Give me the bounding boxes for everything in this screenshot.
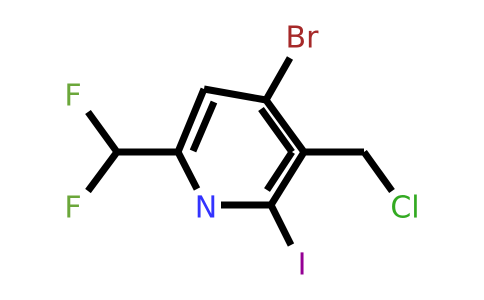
bond-c2-c3-inner: [264, 150, 295, 192]
iodine-atom-label: I: [298, 248, 307, 283]
bond-c2-c3-outer: [268, 150, 307, 207]
fluorine-atom-label-bottom: F: [64, 191, 81, 226]
atom-label-layer: Br F F N Cl I: [64, 21, 419, 283]
bond-ch2-cl: [361, 149, 395, 194]
bond-layer: [85, 56, 395, 247]
bond-chf2-f1: [85, 109, 120, 155]
bromine-atom-label: Br: [286, 21, 320, 56]
bond-c4-br: [262, 56, 294, 102]
bond-c3-c4-outer: [263, 97, 307, 155]
bond-c5-c6-inner: [189, 100, 218, 153]
chlorine-atom-label: Cl: [390, 191, 419, 226]
bond-c2-i: [267, 203, 295, 247]
bond-c3-c4-inner: [258, 106, 295, 155]
bond-c5-c6-outer: [174, 87, 208, 154]
nitrogen-atom-label: N: [195, 191, 217, 226]
bond-chf2-f2: [85, 149, 120, 194]
fluorine-atom-label-top: F: [64, 79, 81, 114]
bond-c4-c5: [203, 85, 267, 104]
bond-c6-n: [174, 150, 201, 191]
